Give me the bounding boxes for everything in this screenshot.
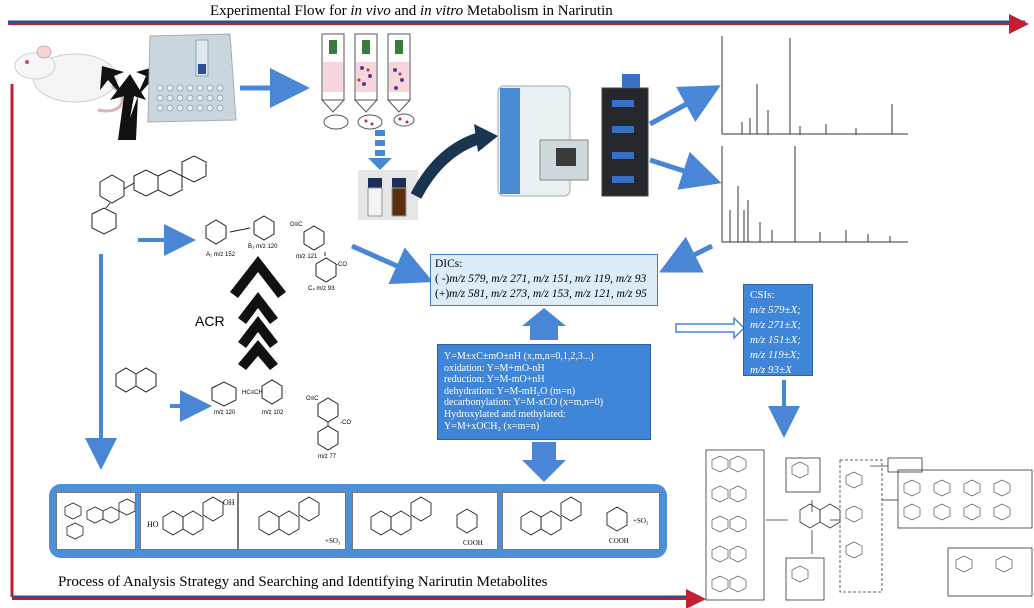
fragment-label-oc-2: O≡C: [306, 396, 319, 402]
dics-positive-line: (+)m/z 581, m/z 273, m/z 153, m/z 121, m…: [435, 288, 647, 300]
arrow-to-spectrum-1: [648, 85, 721, 127]
bottom-timeline-arrow: [10, 84, 706, 608]
top-title-invivo: in vivo: [350, 3, 391, 19]
mass-spectrum-2: [721, 146, 908, 243]
csis-item: m/z 119±X;: [750, 349, 801, 361]
compound-naringenin-glucuronide-sulfate-structure: COOH +SO₃: [520, 496, 649, 545]
fragment-label-m102: m/z 102: [262, 410, 284, 416]
csis-item: m/z 151±X;: [750, 334, 801, 346]
fragment-label-co1: -CO: [336, 262, 347, 268]
compound-naringenin-glucuronide: COOH: [352, 492, 498, 550]
compound-naringenin-glucuronide-structure: COOH: [370, 496, 483, 547]
lcms-instrument-image: [497, 74, 649, 197]
formula-general: Y=M±xC±mO±nH (x,m,n=0,1,2,3...): [444, 351, 594, 362]
dics-negative-values: m/z 579, m/z 271, m/z 151, m/z 119, m/z …: [449, 273, 647, 285]
compound-naringenin-sulfate: +SO₃: [238, 492, 346, 550]
top-title-prefix: Experimental Flow for: [210, 3, 351, 19]
fragment-label-co2: -CO: [340, 420, 351, 426]
dics-heading: DICs:: [435, 258, 463, 270]
fragment-label-oc-1: O≡C: [290, 222, 303, 228]
arrow-fragments-dics: [350, 243, 434, 285]
compound-naringenin-glucuronide-sulfate: COOH +SO₃: [502, 492, 660, 550]
acr-label: ACR: [195, 313, 225, 329]
dics-positive-values: m/z 581, m/z 273, m/z 153, m/z 121, m/z …: [449, 288, 647, 300]
fragment-label-b3: B₃ m/z 120: [248, 244, 278, 250]
formula-methylated: Y=M+xOCH₂ (x=m=n): [444, 420, 540, 432]
formula-oxidation: oxidation: Y=M+mO-nH: [444, 362, 545, 374]
csis-item: m/z 93±X: [750, 364, 792, 376]
formula-dehydration: dehydration: Y=M-mH₂O (m=n): [444, 385, 576, 397]
dics-negative-line: ( -)m/z 579, m/z 271, m/z 151, m/z 119, …: [435, 273, 647, 285]
compound-narirutin-structure: [64, 498, 136, 540]
narirutin-structure: [91, 155, 207, 235]
cell-plate-image: [147, 33, 237, 123]
svg-text:HO: HO: [147, 520, 159, 529]
vials-image: [358, 170, 418, 220]
formula-reduction: reduction: Y=M-mO+nH: [444, 374, 545, 386]
arrow-spectrum-dics: [659, 236, 714, 273]
metabolite-network: [705, 449, 1033, 601]
compound-naringenin: HO OH: [140, 492, 238, 550]
arrow-formula-down: [522, 442, 566, 482]
top-title-suffix: Metabolism in Narirutin: [463, 3, 613, 19]
sulfate-label-2: +SO₃: [633, 517, 649, 525]
spe-tubes-image: [320, 33, 415, 130]
top-title-and: and: [390, 3, 420, 19]
csis-heading: CSIs:: [750, 289, 775, 301]
formula-decarbonylation: decarbonylation: Y=M-xCO (x=m,n=0): [444, 397, 604, 409]
fragment-label-hcch: HC≡CH: [242, 390, 263, 396]
curved-arrow: [410, 132, 482, 199]
dashed-arrow-down: [368, 130, 392, 170]
arrow-to-spectrum-2: [649, 151, 722, 190]
compound-narirutin: [56, 492, 136, 550]
top-timeline-arrow: [8, 14, 1029, 34]
fragment-label-a1: A₁ m/z 152: [206, 252, 236, 258]
fragment-label-m120: m/z 120: [214, 410, 236, 416]
fragment-label-m121: m/z 121: [296, 254, 318, 260]
rat-image: [14, 45, 124, 113]
double-arrow-to-csis: [675, 316, 746, 340]
csis-box: CSIs: m/z 579±X; m/z 271±X; m/z 151±X; m…: [743, 284, 813, 376]
csis-item: m/z 271±X;: [750, 319, 801, 331]
formula-box: Y=M±xC±mO±nH (x,m,n=0,1,2,3...) oxidatio…: [437, 344, 651, 440]
svg-text:OH: OH: [223, 498, 235, 507]
compound-naringenin-structure: HO OH: [147, 496, 235, 536]
cooh-label: COOH: [463, 539, 483, 547]
compound-naringenin-sulfate-structure: +SO₃: [258, 496, 341, 545]
bottom-title: Process of Analysis Strategy and Searchi…: [58, 574, 548, 590]
dics-box: DICs: ( -)m/z 579, m/z 271, m/z 151, m/z…: [430, 254, 658, 306]
top-title: Experimental Flow for in vivo and in vit…: [210, 3, 613, 20]
fragment-structures: [115, 215, 339, 451]
fragment-label-m77: m/z 77: [318, 454, 337, 460]
formula-hydroxylated: Hydroxylated and methylated:: [444, 408, 566, 420]
acr-chevrons-icon: [230, 256, 286, 370]
arrow-formula-up: [522, 308, 566, 340]
svg-text:COOH: COOH: [609, 537, 629, 545]
csis-item: m/z 579±X;: [750, 304, 801, 316]
sulfate-label: +SO₃: [325, 537, 341, 545]
top-title-invitro: in vitro: [419, 3, 464, 19]
mass-spectrum-1: [721, 36, 908, 135]
fragment-label-c4: C₄ m/z 93: [308, 286, 335, 292]
